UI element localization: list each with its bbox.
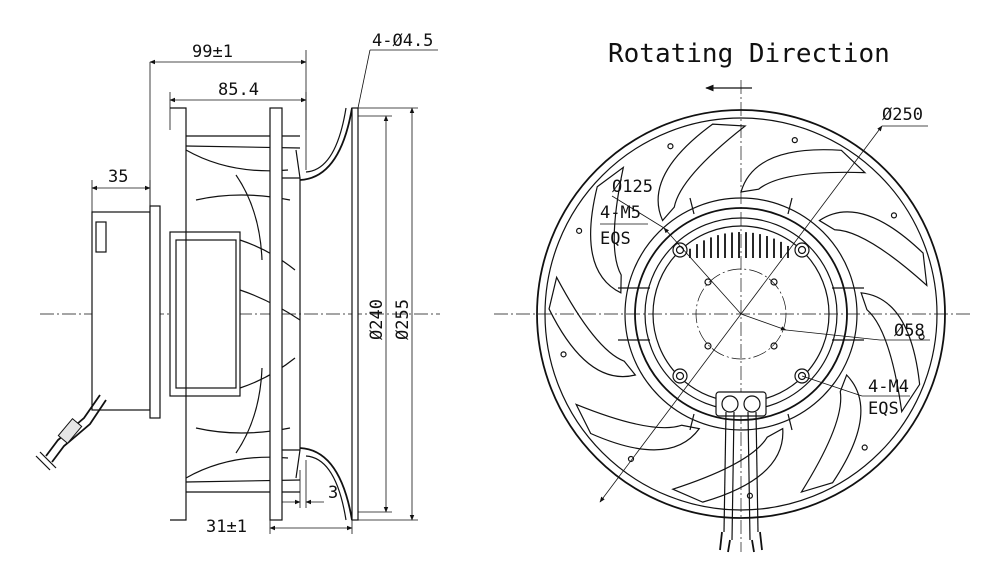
cable-exit [715,391,767,553]
impeller-blades [548,123,928,503]
blade-rivet [861,444,868,451]
hub-rim [634,207,848,421]
bolt-holes-m5 [672,242,810,384]
blade-rivet [918,333,925,340]
cable-gland [35,394,107,471]
inlet-ring [299,107,359,521]
hub-outer [624,197,858,431]
dim-flange-thickness: 3 [328,483,338,503]
dim-flange-diameter: Ø255 [393,299,413,340]
outer-ring-inner [544,117,938,511]
dim-mount-holes: 4-Ø4.5 [372,31,433,51]
impeller-blade [657,123,747,222]
thread-small: 4-M4 [868,377,909,397]
dim-impeller-length: 85.4 [218,80,259,100]
dim-motor-offset: 35 [108,167,128,187]
outer-ring [536,109,946,519]
impeller-blade [574,403,701,451]
dim-overall-length: 99±1 [192,42,233,62]
eqs-large: EQS [600,229,631,249]
blade-rivet [791,137,798,144]
dim-bolt-circle-small: Ø58 [894,321,925,341]
hub-ribs [618,197,864,431]
blade-rivet [560,351,567,358]
impeller-blade [590,165,625,294]
dim-outer-diameter: Ø250 [882,105,923,125]
bolt-circle-m4 [695,268,787,360]
eqs-small: EQS [868,399,899,419]
impeller-blade [548,275,637,378]
blade-rivet [890,212,898,219]
side-dimensions: 99±1 85.4 35 4-Ø4.5 Ø240 Ø255 3 [91,31,438,537]
heat-sink-fins [689,232,789,258]
impeller-blade [800,373,862,494]
dim-bolt-circle-large: Ø125 [612,177,653,197]
bolt-holes-m4 [704,278,778,350]
blade-rivet [627,455,635,463]
dim-inlet-diameter: Ø240 [367,299,387,340]
front-view: Rotating Direction [494,39,972,553]
impeller-side [170,107,301,521]
impeller-blade [818,211,928,287]
thread-large: 4-M5 [600,203,641,223]
side-view: 99±1 85.4 35 4-Ø4.5 Ø240 Ø255 3 [35,31,440,537]
impeller-blade [860,292,921,414]
dim-blade-offset: 31±1 [206,517,247,537]
impeller-blade [740,149,867,193]
motor-body [91,205,241,419]
front-dimensions: Ø250 Ø125 4-M5 EQS Ø58 4-M4 EQS [599,105,930,503]
impeller-blade [671,427,784,503]
blade-rivet [667,143,674,150]
rotating-direction-title: Rotating Direction [608,39,890,69]
blade-rivet [576,227,583,234]
